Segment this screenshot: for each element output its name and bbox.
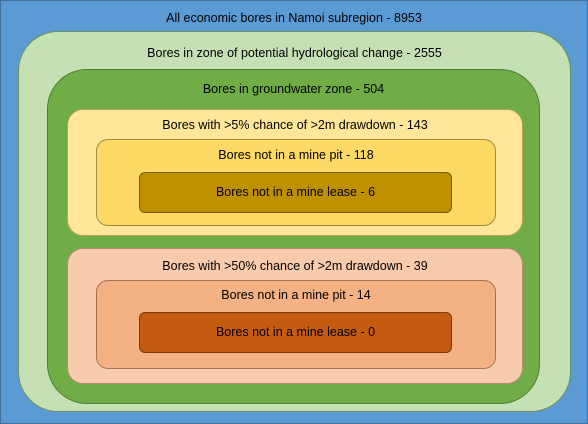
chance-5pct-not-in-pit-label: Bores not in a mine pit - 118	[218, 148, 374, 162]
chance-50pct-not-in-pit-label: Bores not in a mine pit - 14	[221, 288, 371, 302]
chance-5pct-not-in-lease-label: Bores not in a mine lease - 6	[215, 185, 376, 199]
chance-5pct-not-in-lease-box: Bores not in a mine lease - 6	[139, 172, 452, 213]
all-bores-label: All economic bores in Namoi subregion - …	[166, 11, 422, 25]
chance-50pct-not-in-lease-box: Bores not in a mine lease - 0	[139, 312, 452, 353]
chance-50pct-not-in-lease-label: Bores not in a mine lease - 0	[215, 325, 376, 339]
chance-50pct-label: Bores with >50% chance of >2m drawdown -…	[162, 259, 428, 273]
hydrological-change-label: Bores in zone of potential hydrological …	[147, 46, 442, 60]
groundwater-zone-label: Bores in groundwater zone - 504	[202, 82, 385, 96]
chance-5pct-label: Bores with >5% chance of >2m drawdown - …	[162, 118, 428, 132]
